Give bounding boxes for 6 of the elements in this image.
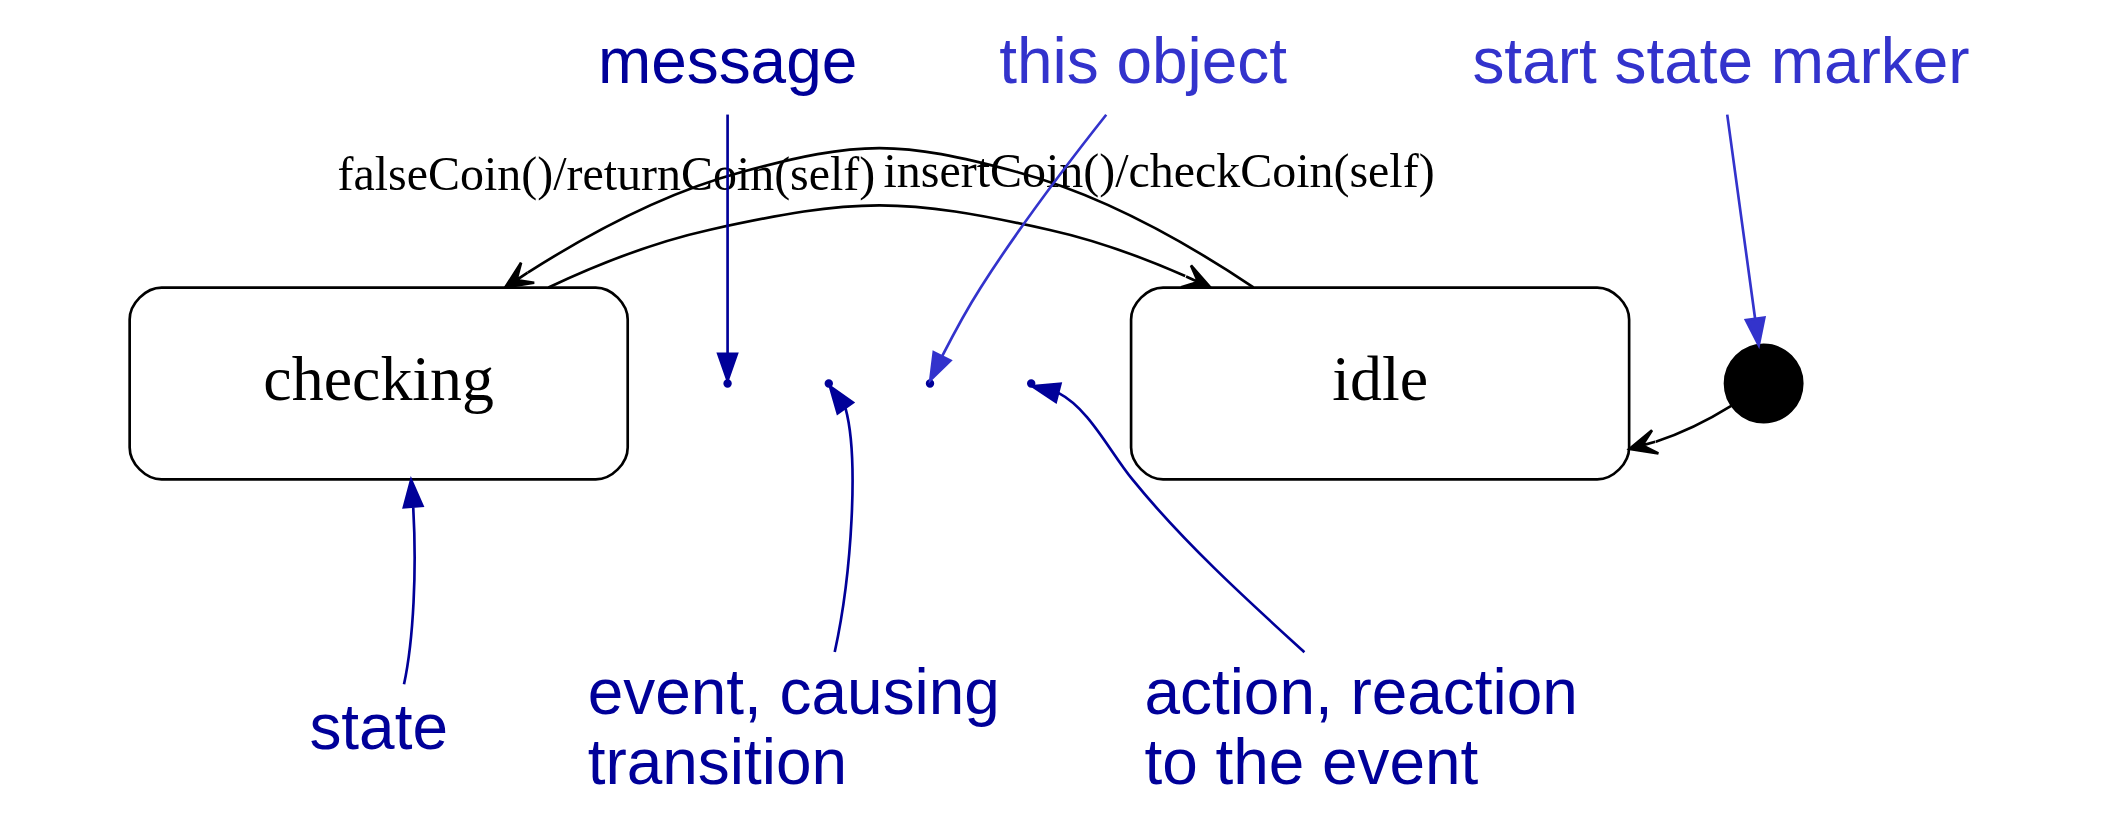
node-text: message bbox=[597, 25, 858, 98]
node-text: event, causing transition bbox=[587, 656, 1000, 798]
node-text: state bbox=[309, 690, 448, 763]
node-text: action, reaction to the event bbox=[1144, 656, 1578, 798]
node-text: this object bbox=[999, 25, 1287, 98]
node-text: start state marker bbox=[1472, 25, 1970, 98]
